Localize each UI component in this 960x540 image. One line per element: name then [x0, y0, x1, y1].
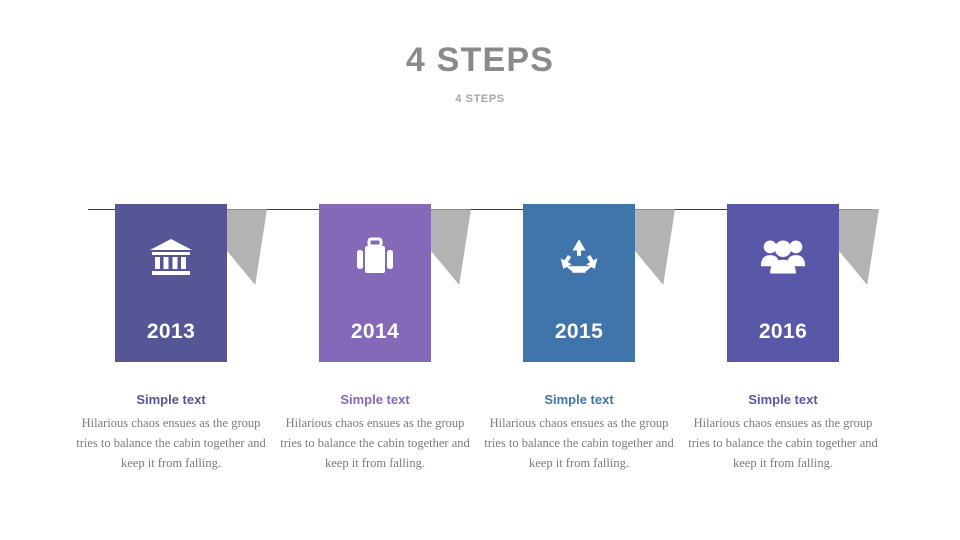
bank-icon: [148, 234, 194, 280]
step-caption-4: Simple text Hilarious chaos ensues as th…: [688, 392, 878, 473]
step-caption-2: Simple text Hilarious chaos ensues as th…: [280, 392, 470, 473]
recycle-icon: [556, 234, 602, 280]
banner-fold-shadow-2: [429, 209, 471, 285]
banner-fold-shadow-3: [633, 209, 675, 285]
page-title: 4 STEPS: [405, 41, 555, 79]
banner-card-2[interactable]: 2014: [319, 204, 431, 362]
timeline-step-3[interactable]: 2015: [523, 204, 675, 366]
banner-card-1[interactable]: 2013: [115, 204, 227, 362]
timeline-step-1[interactable]: 2013: [115, 204, 267, 366]
timeline-baseline: [88, 209, 872, 210]
caption-body-2: Hilarious chaos ensues as the group trie…: [280, 416, 470, 470]
page-subtitle: 4 STEPS: [455, 93, 505, 105]
step-caption-3: Simple text Hilarious chaos ensues as th…: [484, 392, 674, 473]
caption-body-4: Hilarious chaos ensues as the group trie…: [688, 416, 878, 470]
caption-body-1: Hilarious chaos ensues as the group trie…: [76, 416, 266, 470]
banner-year-label-1: 2013: [146, 320, 196, 343]
banner-year-label-2: 2014: [350, 320, 400, 343]
slide-header: 4 STEPS 4 STEPS: [0, 38, 960, 106]
step-caption-1: Simple text Hilarious chaos ensues as th…: [76, 392, 266, 473]
banner-year-label-4: 2016: [758, 320, 808, 343]
caption-title-4: Simple text: [748, 392, 818, 407]
banner-year-label-3: 2015: [554, 320, 604, 343]
timeline-step-2[interactable]: 2014: [319, 204, 471, 366]
banner-card-3[interactable]: 2015: [523, 204, 635, 362]
suitcase-icon: [352, 234, 398, 280]
caption-title-2: Simple text: [340, 392, 410, 407]
banner-fold-shadow-1: [225, 209, 267, 285]
users-group-icon: [760, 234, 806, 280]
timeline-step-4[interactable]: 2016: [727, 204, 879, 366]
caption-body-3: Hilarious chaos ensues as the group trie…: [484, 416, 674, 470]
banner-card-4[interactable]: 2016: [727, 204, 839, 362]
banner-fold-shadow-4: [837, 209, 879, 285]
caption-title-1: Simple text: [136, 392, 206, 407]
caption-title-3: Simple text: [544, 392, 614, 407]
